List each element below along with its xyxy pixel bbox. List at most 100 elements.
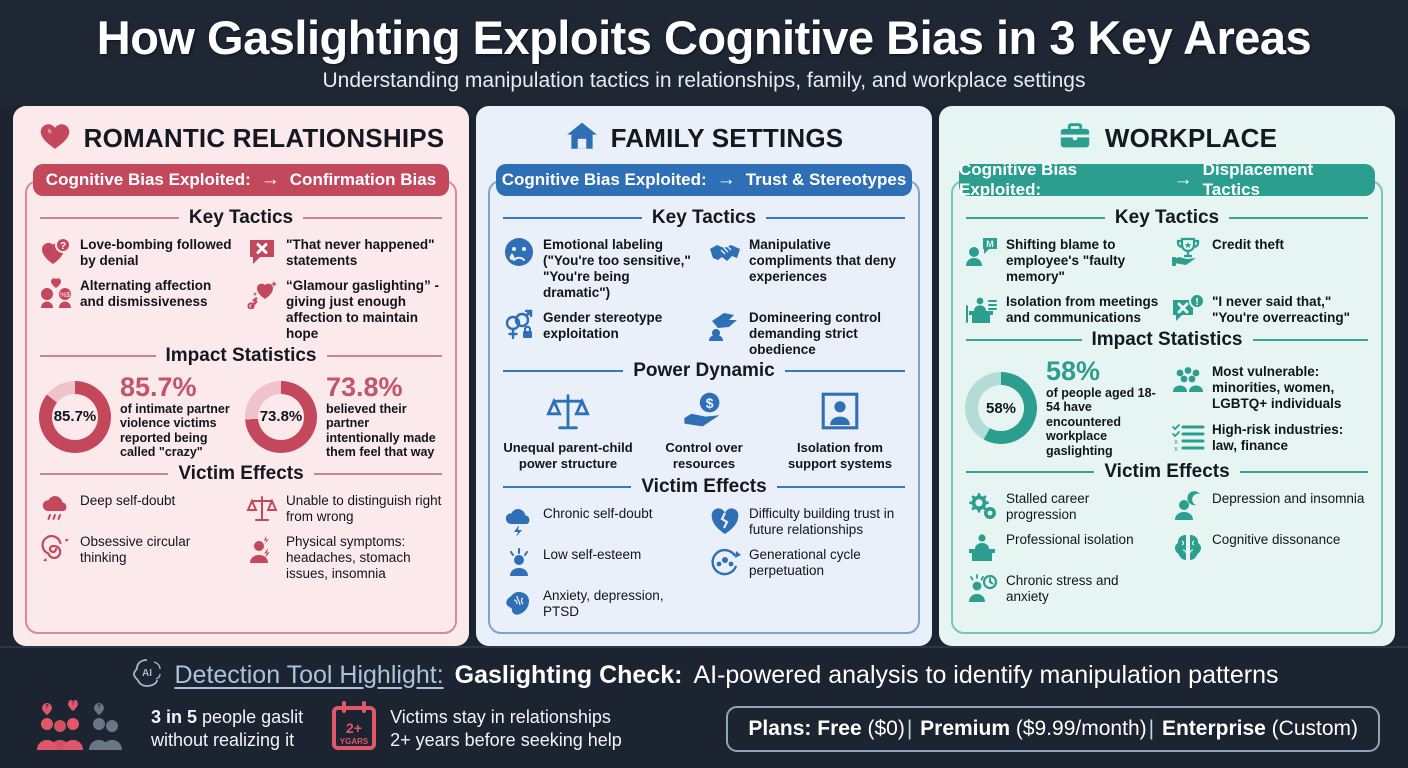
list-item: Depression and insomnia — [1171, 489, 1369, 523]
column-header-family: FAMILY SETTINGS — [488, 116, 920, 160]
power-item: $ Control over resources — [639, 390, 769, 471]
divider-line — [503, 217, 642, 219]
list-item: Anxiety, depression, PTSD — [502, 586, 700, 620]
svg-text:?: ? — [60, 241, 66, 252]
heart-question-icon: ? — [39, 235, 73, 269]
arrow-right-icon: → — [260, 169, 280, 190]
group-people-icon — [1171, 362, 1205, 396]
brain-icon — [502, 586, 536, 620]
list-item-label: Shifting blame to employee's "faulty mem… — [1006, 237, 1126, 284]
donut-value: 58% — [985, 399, 1017, 417]
stat-items-list: Most vulnerable: minorities, women, LGBT… — [1171, 358, 1369, 459]
arrow-right-icon: → — [716, 169, 736, 190]
crying-face-icon — [502, 235, 536, 269]
money-hand-icon: $ — [681, 390, 727, 437]
divider-line — [966, 471, 1095, 474]
arrow-right-icon: → — [1173, 169, 1193, 190]
handshake-icon — [708, 235, 742, 269]
page-title: How Gaslighting Exploits Cognitive Bias … — [96, 10, 1312, 64]
desk-isolation-icon — [965, 292, 999, 326]
list-item-label: Difficulty building trust in future rela… — [749, 505, 895, 537]
list-item: Gender stereotype exploitation — [502, 308, 700, 358]
list-item-label: Most vulnerable: minorities, women, LGBT… — [1212, 364, 1342, 411]
stat-value: 58% — [1046, 355, 1101, 386]
section-label: Victim Effects — [641, 475, 767, 497]
divider-line — [326, 354, 442, 357]
section-label: Impact Statistics — [165, 344, 317, 366]
list-item-label: "That never happened" statements — [286, 237, 435, 268]
stat-body: 73.8% believed their partner intentional… — [326, 373, 443, 460]
svg-text:$: $ — [706, 396, 714, 412]
footer-stat-gaslit: ? ? ? — [28, 699, 303, 757]
desk-person-icon — [965, 530, 999, 564]
donut-chart: 73.8% — [245, 380, 317, 453]
section-label: Victim Effects — [1104, 461, 1230, 483]
list-item-label: Credit theft — [1212, 237, 1284, 252]
list-item: Professional isolation — [965, 530, 1163, 564]
list-item-label: Anxiety, depression, PTSD — [543, 587, 664, 619]
list-item: Domineering control demanding strict obe… — [708, 308, 906, 358]
list-item: “Glamour gaslighting” - giving just enou… — [245, 276, 443, 342]
ai-brain-icon: AI — [130, 657, 164, 694]
svg-text:?: ? — [45, 705, 49, 711]
footer-stat-text: Victims stay in relationships 2+ years b… — [390, 706, 622, 751]
list-item: Chronic stress and anxiety — [965, 571, 1163, 605]
list-item-label: Gender stereotype exploitation — [543, 309, 663, 341]
columns-container: ROMANTIC RELATIONSHIPS Cognitive Bias Ex… — [0, 106, 1408, 646]
gender-lock-icon — [502, 308, 536, 342]
section-impact-statistics-workplace: Impact Statistics — [966, 329, 1368, 351]
headache-person-icon — [245, 532, 279, 566]
plans-separator: | — [1148, 716, 1155, 740]
list-item: "That never happened" statements — [245, 235, 443, 269]
list-item: Stalled career progression — [965, 489, 1163, 523]
column-header-workplace: WORKPLACE — [951, 116, 1383, 160]
column-title-romantic: ROMANTIC RELATIONSHIPS — [83, 122, 445, 153]
list-item: ! "I never said that," "You're overreact… — [1171, 292, 1369, 326]
scales-icon — [245, 491, 279, 525]
header: How Gaslighting Exploits Cognitive Bias … — [0, 0, 1408, 106]
section-label: Victim Effects — [178, 462, 304, 484]
list-item-label: Love-bombing followed by denial — [80, 237, 232, 268]
donut-value: 85.7% — [53, 408, 97, 426]
column-title-workplace: WORKPLACE — [1104, 122, 1278, 153]
speech-x-alert-icon: ! — [1171, 292, 1205, 326]
briefcase-icon — [1057, 119, 1093, 158]
broken-heart-chain-icon — [245, 276, 279, 310]
cycle-family-icon — [708, 545, 742, 579]
plan-premium-name: Premium — [920, 716, 1011, 740]
list-item: Difficulty building trust in future rela… — [708, 504, 906, 538]
column-family: FAMILY SETTINGS Cognitive Bias Exploited… — [476, 106, 932, 646]
plan-free-name: Free — [817, 716, 862, 740]
list-item: Emotional labeling ("You're too sensitiv… — [502, 235, 700, 301]
divider-line — [503, 370, 624, 373]
footer-stats-row: ? ? ? — [22, 696, 1386, 757]
list-item: Isolation from meetings and communicatio… — [965, 292, 1163, 326]
svg-text:?: ? — [71, 701, 75, 707]
plans-box[interactable]: Plans: Free ($0)| Premium ($9.99/month)|… — [726, 705, 1380, 752]
stat-body: 58% of people aged 18-54 have encountere… — [1046, 355, 1163, 459]
list-item: Manipulative compliments that deny exper… — [708, 235, 906, 301]
rain-cloud-icon — [39, 491, 73, 525]
svg-text:?: ? — [97, 705, 101, 711]
list-item: ? Love-bombing followed by denial — [39, 235, 237, 269]
bias-label: Cognitive Bias Exploited: — [959, 160, 1078, 199]
donut-chart: 58% — [965, 372, 1037, 445]
power-item-label: Control over resources — [665, 440, 743, 471]
list-item: Generational cycle perpetuation — [708, 545, 906, 579]
list-item-label: Professional isolation — [1006, 532, 1134, 548]
detection-tool-highlight: AI Detection Tool Highlight: Gaslighting… — [22, 654, 1386, 696]
bias-badge-family: Cognitive Bias Exploited: → Trust & Ster… — [496, 164, 912, 196]
section-key-tactics-family: Key Tactics — [503, 207, 906, 229]
person-memory-bubble-icon: M — [965, 235, 999, 269]
column-title-family: FAMILY SETTINGS — [610, 122, 844, 153]
panel-romantic: Key Tactics ? Love-bombing followed by d… — [25, 180, 457, 634]
list-item: Deep self-doubt — [39, 491, 237, 525]
spiral-icon — [39, 532, 73, 566]
list-item: Unable to distinguish right from wrong — [245, 491, 443, 525]
list-item-label: Low self-esteem — [543, 546, 642, 562]
section-impact-statistics-romantic: Impact Statistics — [40, 345, 442, 367]
section-victim-effects-workplace: Victim Effects — [966, 461, 1368, 483]
